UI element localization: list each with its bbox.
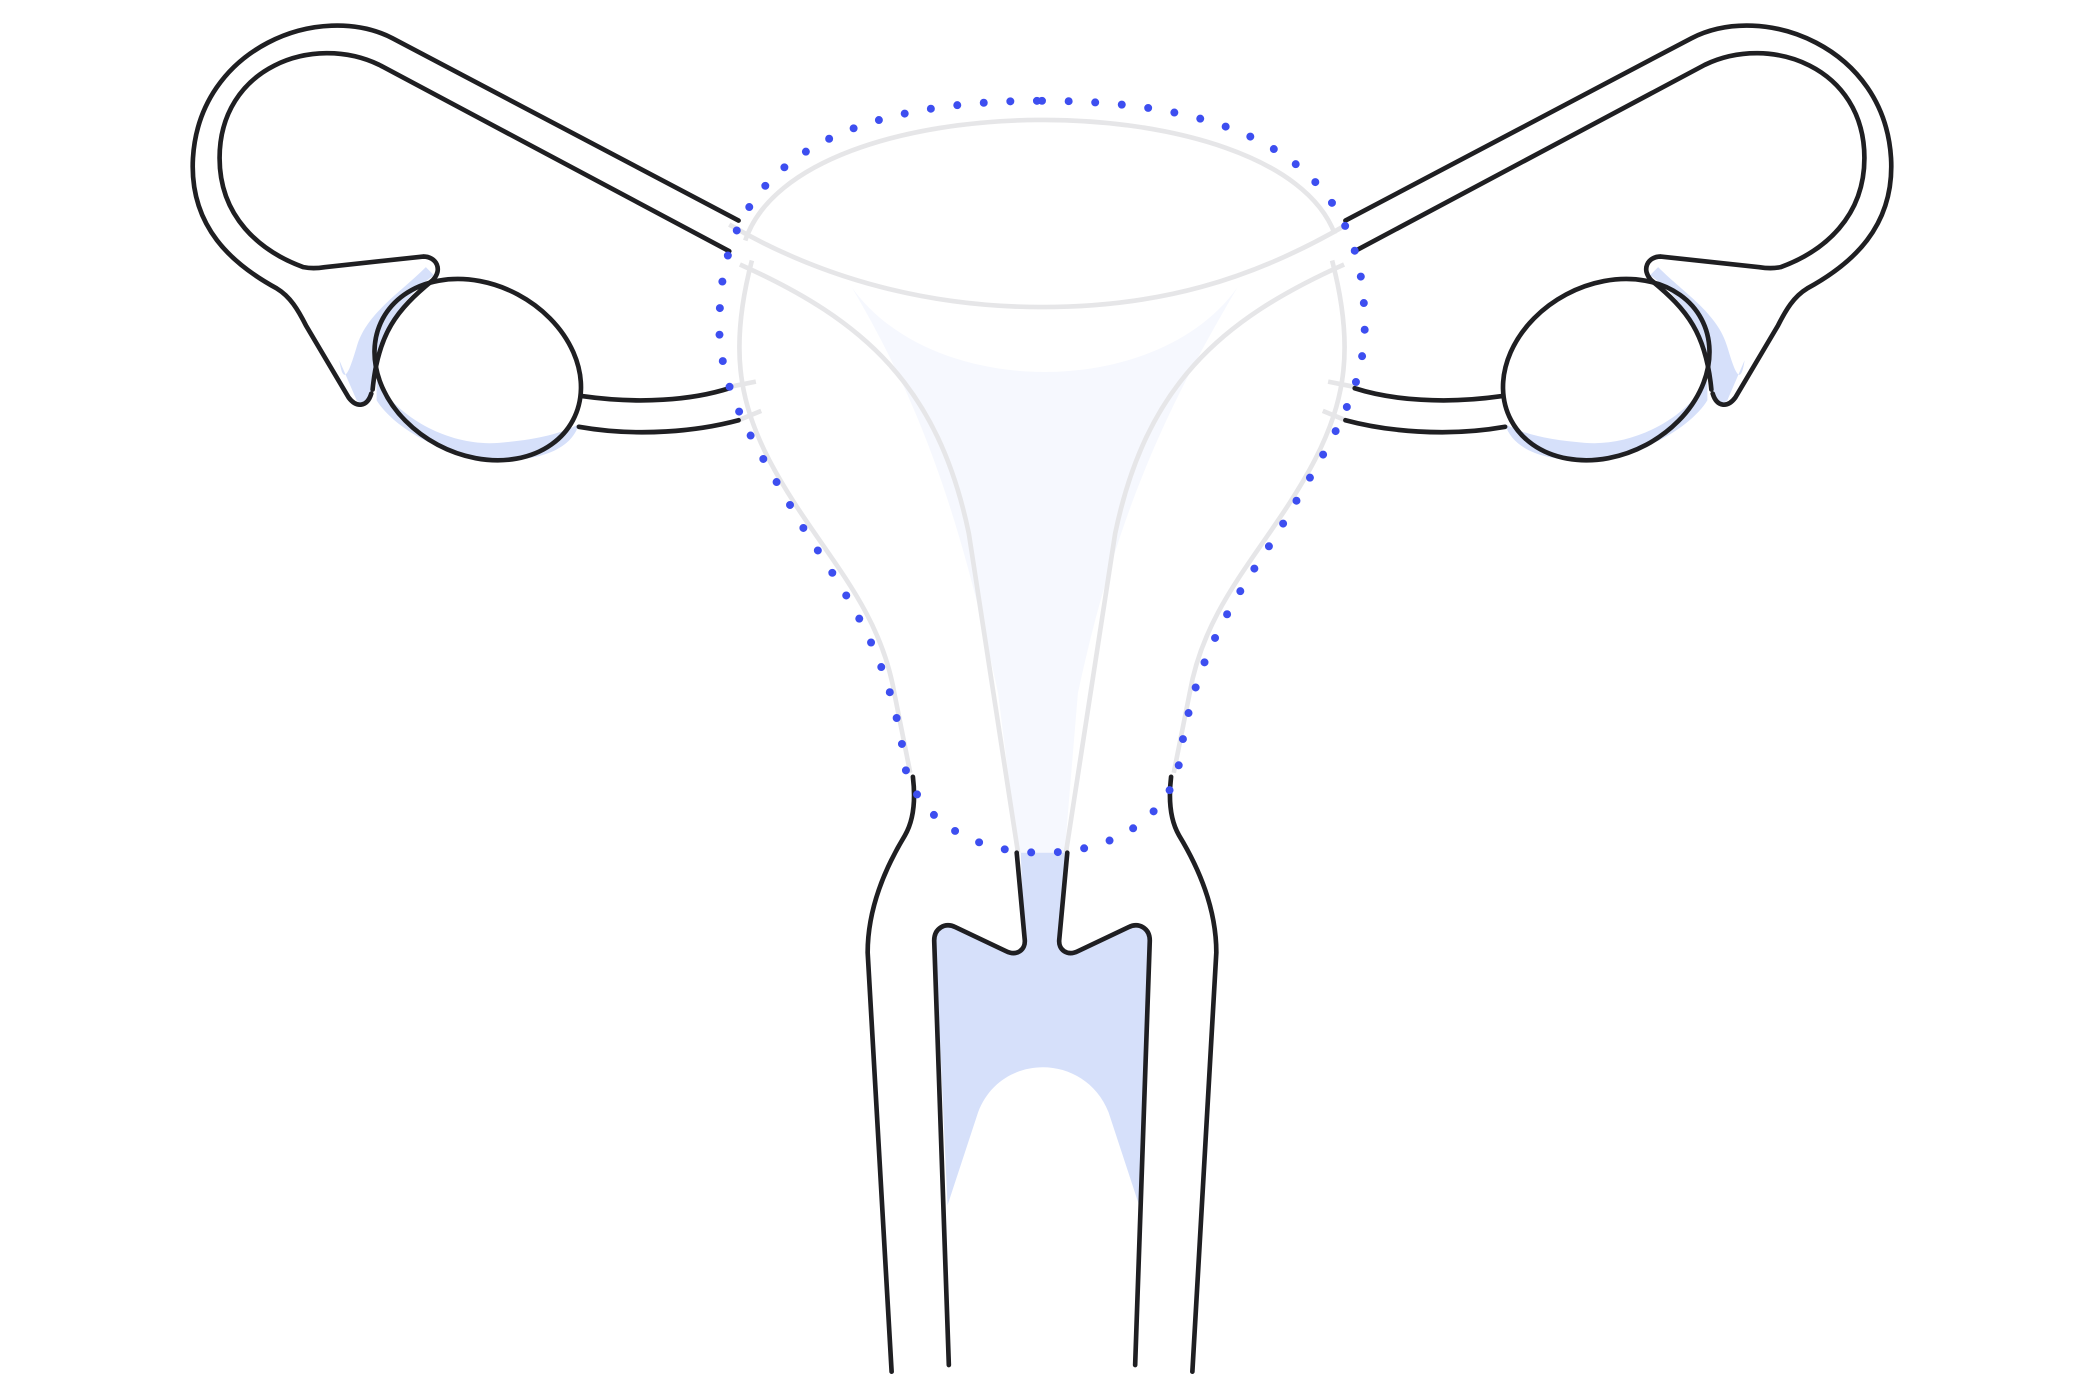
vagina-left-inner — [931, 850, 1028, 1368]
ligament-left-faded — [728, 379, 763, 423]
ligament-left — [576, 385, 741, 435]
cervix-vagina-fill — [935, 852, 1150, 1206]
uterus-cavity-fill — [851, 287, 1238, 853]
fallopian-tube-right-inner — [1352, 50, 1867, 392]
vagina-left-outer — [865, 774, 917, 1375]
uterus-fundus — [743, 117, 1337, 242]
fallopian-tube-right-outer — [1343, 23, 1894, 407]
vagina-right-outer — [1167, 774, 1219, 1375]
vagina-cervix-outline — [865, 774, 1219, 1375]
ovary-right — [1500, 276, 1712, 463]
ligament-right — [1343, 385, 1508, 435]
fallopian-tube-left-inner — [217, 50, 732, 392]
adnexa-right — [1343, 23, 1894, 463]
fimbriae-left-fill — [339, 267, 434, 404]
uterus-left-cavity — [738, 262, 1021, 854]
adnexa-left — [190, 23, 741, 463]
uterus-right-wall — [1171, 259, 1347, 774]
uterus-left-wall — [737, 259, 913, 774]
uterus-right-cavity — [1063, 262, 1346, 854]
vagina-right-inner — [1056, 850, 1153, 1368]
fallopian-tube-left-outer — [190, 23, 741, 407]
uterus-faded — [728, 117, 1356, 854]
fimbriae-right-fill — [1650, 267, 1745, 404]
ovary-left — [372, 276, 584, 463]
ligament-right-faded — [1321, 379, 1356, 423]
uterus-band — [728, 222, 1348, 310]
